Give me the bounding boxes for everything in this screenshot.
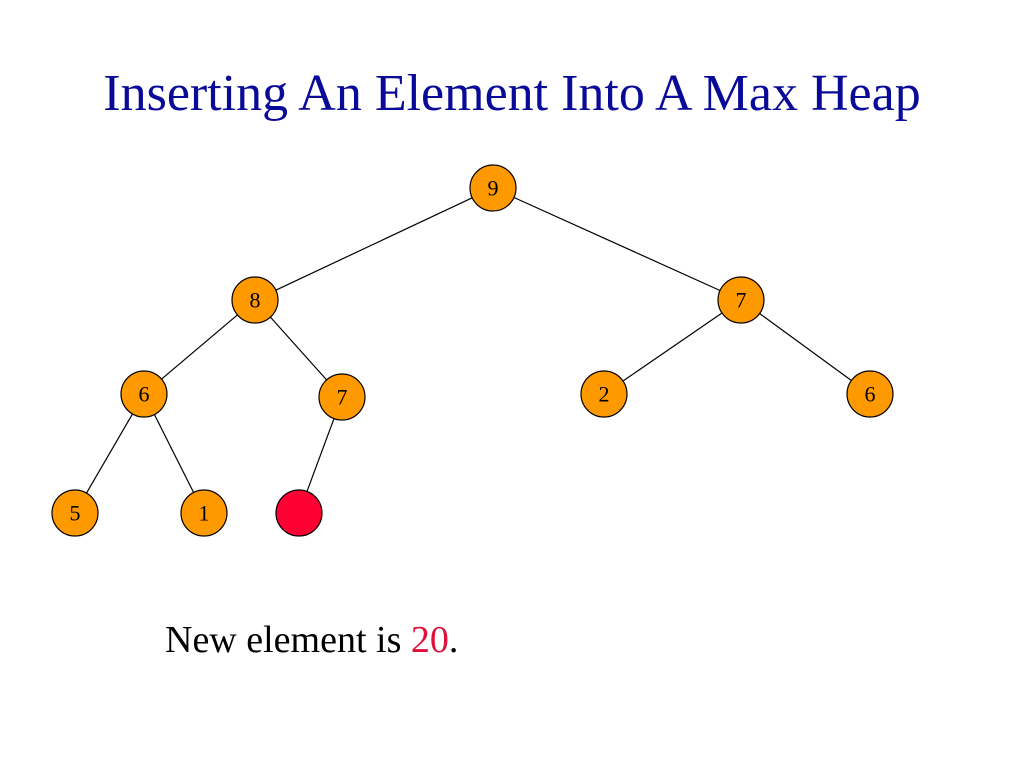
nodes: 9 8 7 6 7 2 6 5 1 [51,164,894,537]
tree-edge [759,313,852,381]
tree-edge [153,414,195,493]
heap-node: 7 [318,373,366,421]
node-circle [717,276,765,324]
tree-edge [513,196,721,292]
node-circle [580,370,628,418]
node-value: 2 [599,382,610,407]
tree-edge [161,314,238,380]
node-value: 1 [199,501,210,526]
node-value: 5 [70,501,81,526]
heap-node: 5 [51,489,99,537]
caption-new-value: 20 [410,619,449,661]
node-circle [180,489,228,537]
node-value: 6 [865,382,876,407]
heap-node: 6 [120,370,168,418]
tree-edge [306,418,335,492]
heap-node: 8 [231,276,279,324]
caption: New element is 20. [165,617,458,663]
node-circle [231,276,279,324]
heap-node: 6 [846,370,894,418]
caption-suffix: . [448,619,459,661]
new-node-circle [275,489,323,537]
node-value: 6 [139,382,150,407]
node-circle [120,370,168,418]
node-value: 7 [736,288,747,313]
heap-node: 7 [717,276,765,324]
caption-prefix: New element is [165,619,411,661]
tree-edge [85,413,134,494]
edges [85,196,852,494]
node-circle [318,373,366,421]
node-circle [469,164,517,212]
tree-edge [275,197,473,291]
heap-node: 9 [469,164,517,212]
tree-edge [269,316,328,381]
node-value: 8 [250,288,261,313]
node-circle [51,489,99,537]
new-heap-node [275,489,323,537]
node-circle [846,370,894,418]
tree-edge [622,312,723,382]
heap-node: 2 [580,370,628,418]
node-value: 9 [488,176,499,201]
slide-title: Inserting An Element Into A Max Heap [103,65,921,122]
node-value: 7 [337,385,348,410]
heap-node: 1 [180,489,228,537]
